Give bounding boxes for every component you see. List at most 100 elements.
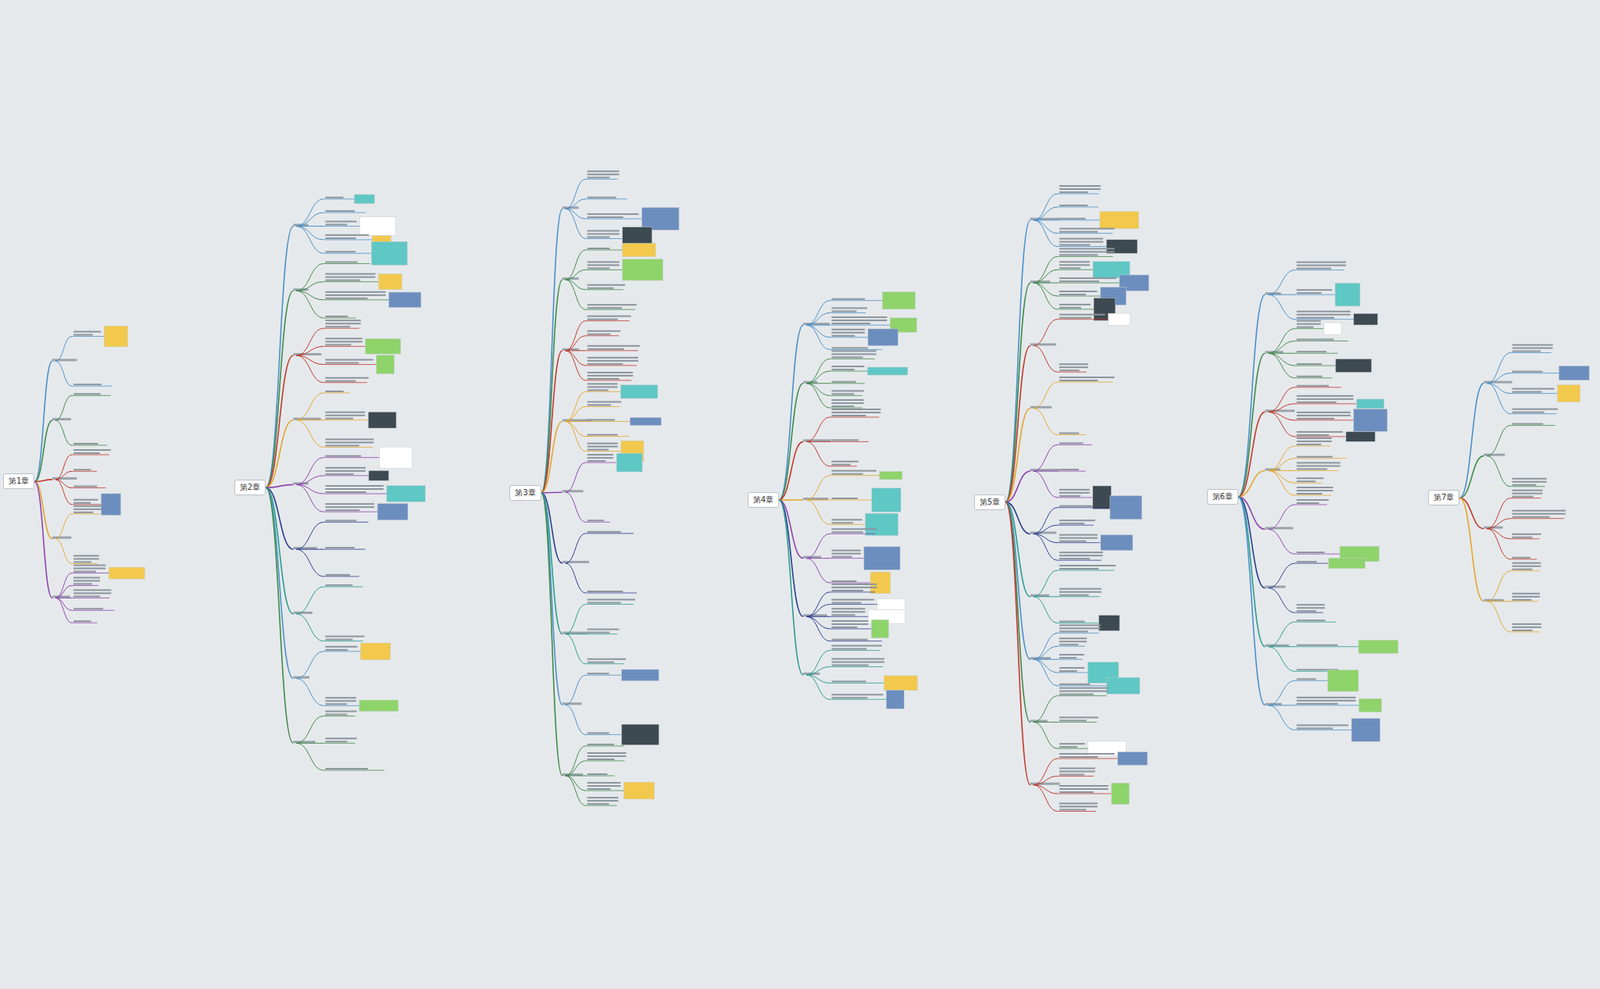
illegible-text — [1059, 667, 1085, 669]
thumbnail-image — [621, 669, 660, 681]
illegible-text — [1296, 264, 1347, 267]
illegible-text — [831, 497, 858, 500]
illegible-text — [1059, 191, 1089, 193]
main-branch — [265, 226, 293, 489]
illegible-text — [73, 560, 92, 563]
illegible-text — [1296, 314, 1351, 316]
illegible-text — [587, 345, 640, 347]
sub-branch — [55, 454, 72, 480]
sub-branch — [55, 585, 72, 598]
topic-underline — [323, 299, 384, 300]
illegible-text — [1059, 317, 1092, 319]
illegible-text — [1296, 398, 1354, 400]
topic-underline — [1510, 517, 1565, 519]
leaf-branch — [1088, 496, 1093, 498]
leaf-branch — [1114, 282, 1120, 284]
illegible-text — [587, 348, 625, 350]
illegible-text — [1512, 536, 1533, 539]
illegible-text — [1059, 432, 1079, 435]
leaf-branch — [96, 503, 101, 505]
illegible-text — [1059, 185, 1101, 187]
sub-branch — [806, 371, 830, 384]
illegible-text — [831, 408, 881, 411]
leaf-branch — [1335, 553, 1340, 555]
illegible-text — [831, 518, 862, 521]
main-branch — [1238, 470, 1265, 497]
sub-branch — [1486, 456, 1511, 487]
sub-branch — [1033, 632, 1058, 660]
illegible-text — [1059, 264, 1090, 266]
illegible-text — [1059, 756, 1098, 758]
topic-underline — [1057, 542, 1097, 543]
illegible-text — [1059, 244, 1090, 247]
thumbnail-image — [1328, 557, 1366, 568]
illegible-text — [1059, 260, 1090, 263]
illegible-text — [587, 632, 610, 634]
sub-branch — [1267, 294, 1295, 296]
root-text: 第7章 — [1433, 492, 1454, 503]
illegible-text — [325, 276, 375, 279]
topic-underline — [829, 666, 883, 668]
illegible-text — [587, 307, 622, 309]
illegible-text — [831, 439, 859, 441]
illegible-text — [1296, 395, 1354, 397]
sub-branch — [1267, 504, 1295, 530]
illegible-text — [1512, 489, 1543, 492]
thumbnail-image — [108, 567, 145, 579]
topic-underline — [1057, 444, 1093, 446]
topic-underline — [1057, 246, 1102, 247]
topic-underline — [585, 309, 636, 311]
illegible-text — [587, 287, 615, 290]
illegible-text — [73, 334, 93, 336]
sub-branch — [296, 521, 324, 550]
main-branch — [1459, 497, 1484, 601]
sub-branch — [806, 592, 830, 617]
leaf-branch — [881, 699, 886, 700]
main-branch — [1005, 345, 1031, 502]
topic-underline — [829, 475, 875, 476]
thumbnail-image — [1106, 677, 1140, 694]
topic-underline — [1295, 318, 1350, 320]
sub-branch — [565, 746, 586, 776]
topic-underline — [585, 391, 617, 393]
sub-branch — [1267, 621, 1295, 647]
thumbnail-image — [100, 493, 121, 516]
illegible-text — [831, 626, 858, 629]
main-branch — [541, 279, 563, 493]
thumbnail-image — [1558, 365, 1590, 380]
sub-branch — [1267, 353, 1295, 366]
illegible-text — [1059, 537, 1098, 540]
illegible-text — [73, 468, 91, 471]
illegible-text — [587, 672, 610, 675]
sub-branch — [565, 775, 586, 806]
sub-branch — [1033, 444, 1058, 472]
illegible-text — [325, 639, 353, 641]
illegible-text — [587, 330, 621, 333]
sub-branch — [1267, 270, 1295, 296]
illegible-text — [1512, 568, 1533, 571]
topic-underline — [585, 663, 625, 665]
sub-branch — [1033, 471, 1058, 498]
illegible-text — [1296, 467, 1328, 470]
illegible-text — [587, 229, 620, 232]
illegible-text — [325, 411, 365, 414]
illegible-text — [73, 392, 101, 395]
leaf-branch — [103, 572, 109, 574]
topic-underline — [1057, 206, 1099, 208]
sub-branch — [1267, 563, 1295, 589]
main-branch — [34, 360, 53, 482]
illegible-text — [1512, 592, 1540, 595]
thumbnail-image — [622, 259, 664, 281]
leaf-branch — [1101, 246, 1107, 247]
sub-branch — [296, 484, 324, 512]
illegible-text — [1059, 567, 1099, 570]
illegible-text — [1059, 534, 1098, 536]
illegible-text — [73, 620, 92, 622]
thumbnail-image — [1358, 639, 1399, 654]
illegible-text — [325, 574, 350, 576]
illegible-text — [587, 519, 605, 522]
illegible-text — [831, 693, 883, 696]
illegible-text — [1059, 767, 1096, 769]
sub-branch — [1033, 659, 1058, 686]
illegible-text — [1059, 253, 1099, 256]
